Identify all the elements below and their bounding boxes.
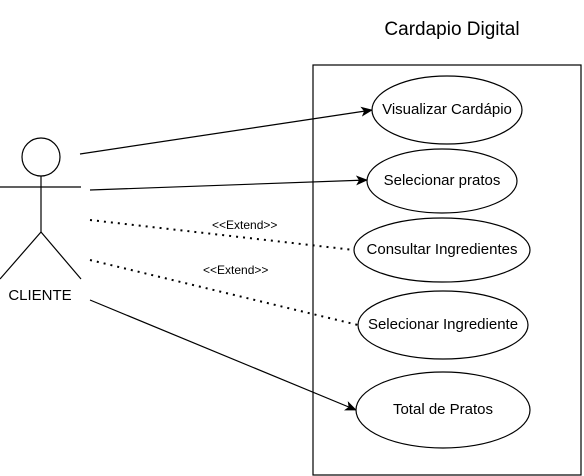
actor-figure (0, 137, 82, 280)
use-case-visualizar-cardapio (371, 75, 523, 145)
use-case-label-selecionar-ingrediente: Selecionar Ingrediente (367, 316, 519, 333)
system-title: Cardapio Digital (384, 19, 520, 40)
use-case-label-total-de-pratos: Total de Pratos (392, 401, 494, 418)
use-case-label-selecionar-pratos: Selecionar pratos (383, 172, 501, 189)
association-total-de-pratos (89, 299, 357, 411)
use-case-consultar-ingredientes (353, 217, 531, 283)
actor-right-leg (40, 231, 82, 280)
system-boundary (312, 64, 582, 476)
use-case-label-visualizar-cardapio: Visualizar Cardápio (382, 101, 512, 118)
extend-label-consultar: <<Extend>> (212, 218, 278, 232)
association-selecionar-pratos (89, 175, 368, 191)
use-case-selecionar-pratos (366, 148, 518, 214)
use-case-label-consultar-ingredientes: Consultar Ingredientes (366, 241, 518, 258)
actor-left-leg (0, 231, 42, 280)
actor-head (21, 137, 61, 177)
extend-label-selecionar: <<Extend>> (203, 263, 269, 277)
association-visualizar-cardapio (79, 106, 373, 155)
actor-label: CLIENTE (8, 287, 72, 304)
use-case-selecionar-ingrediente (357, 290, 529, 360)
use-case-total-de-pratos (355, 371, 531, 449)
